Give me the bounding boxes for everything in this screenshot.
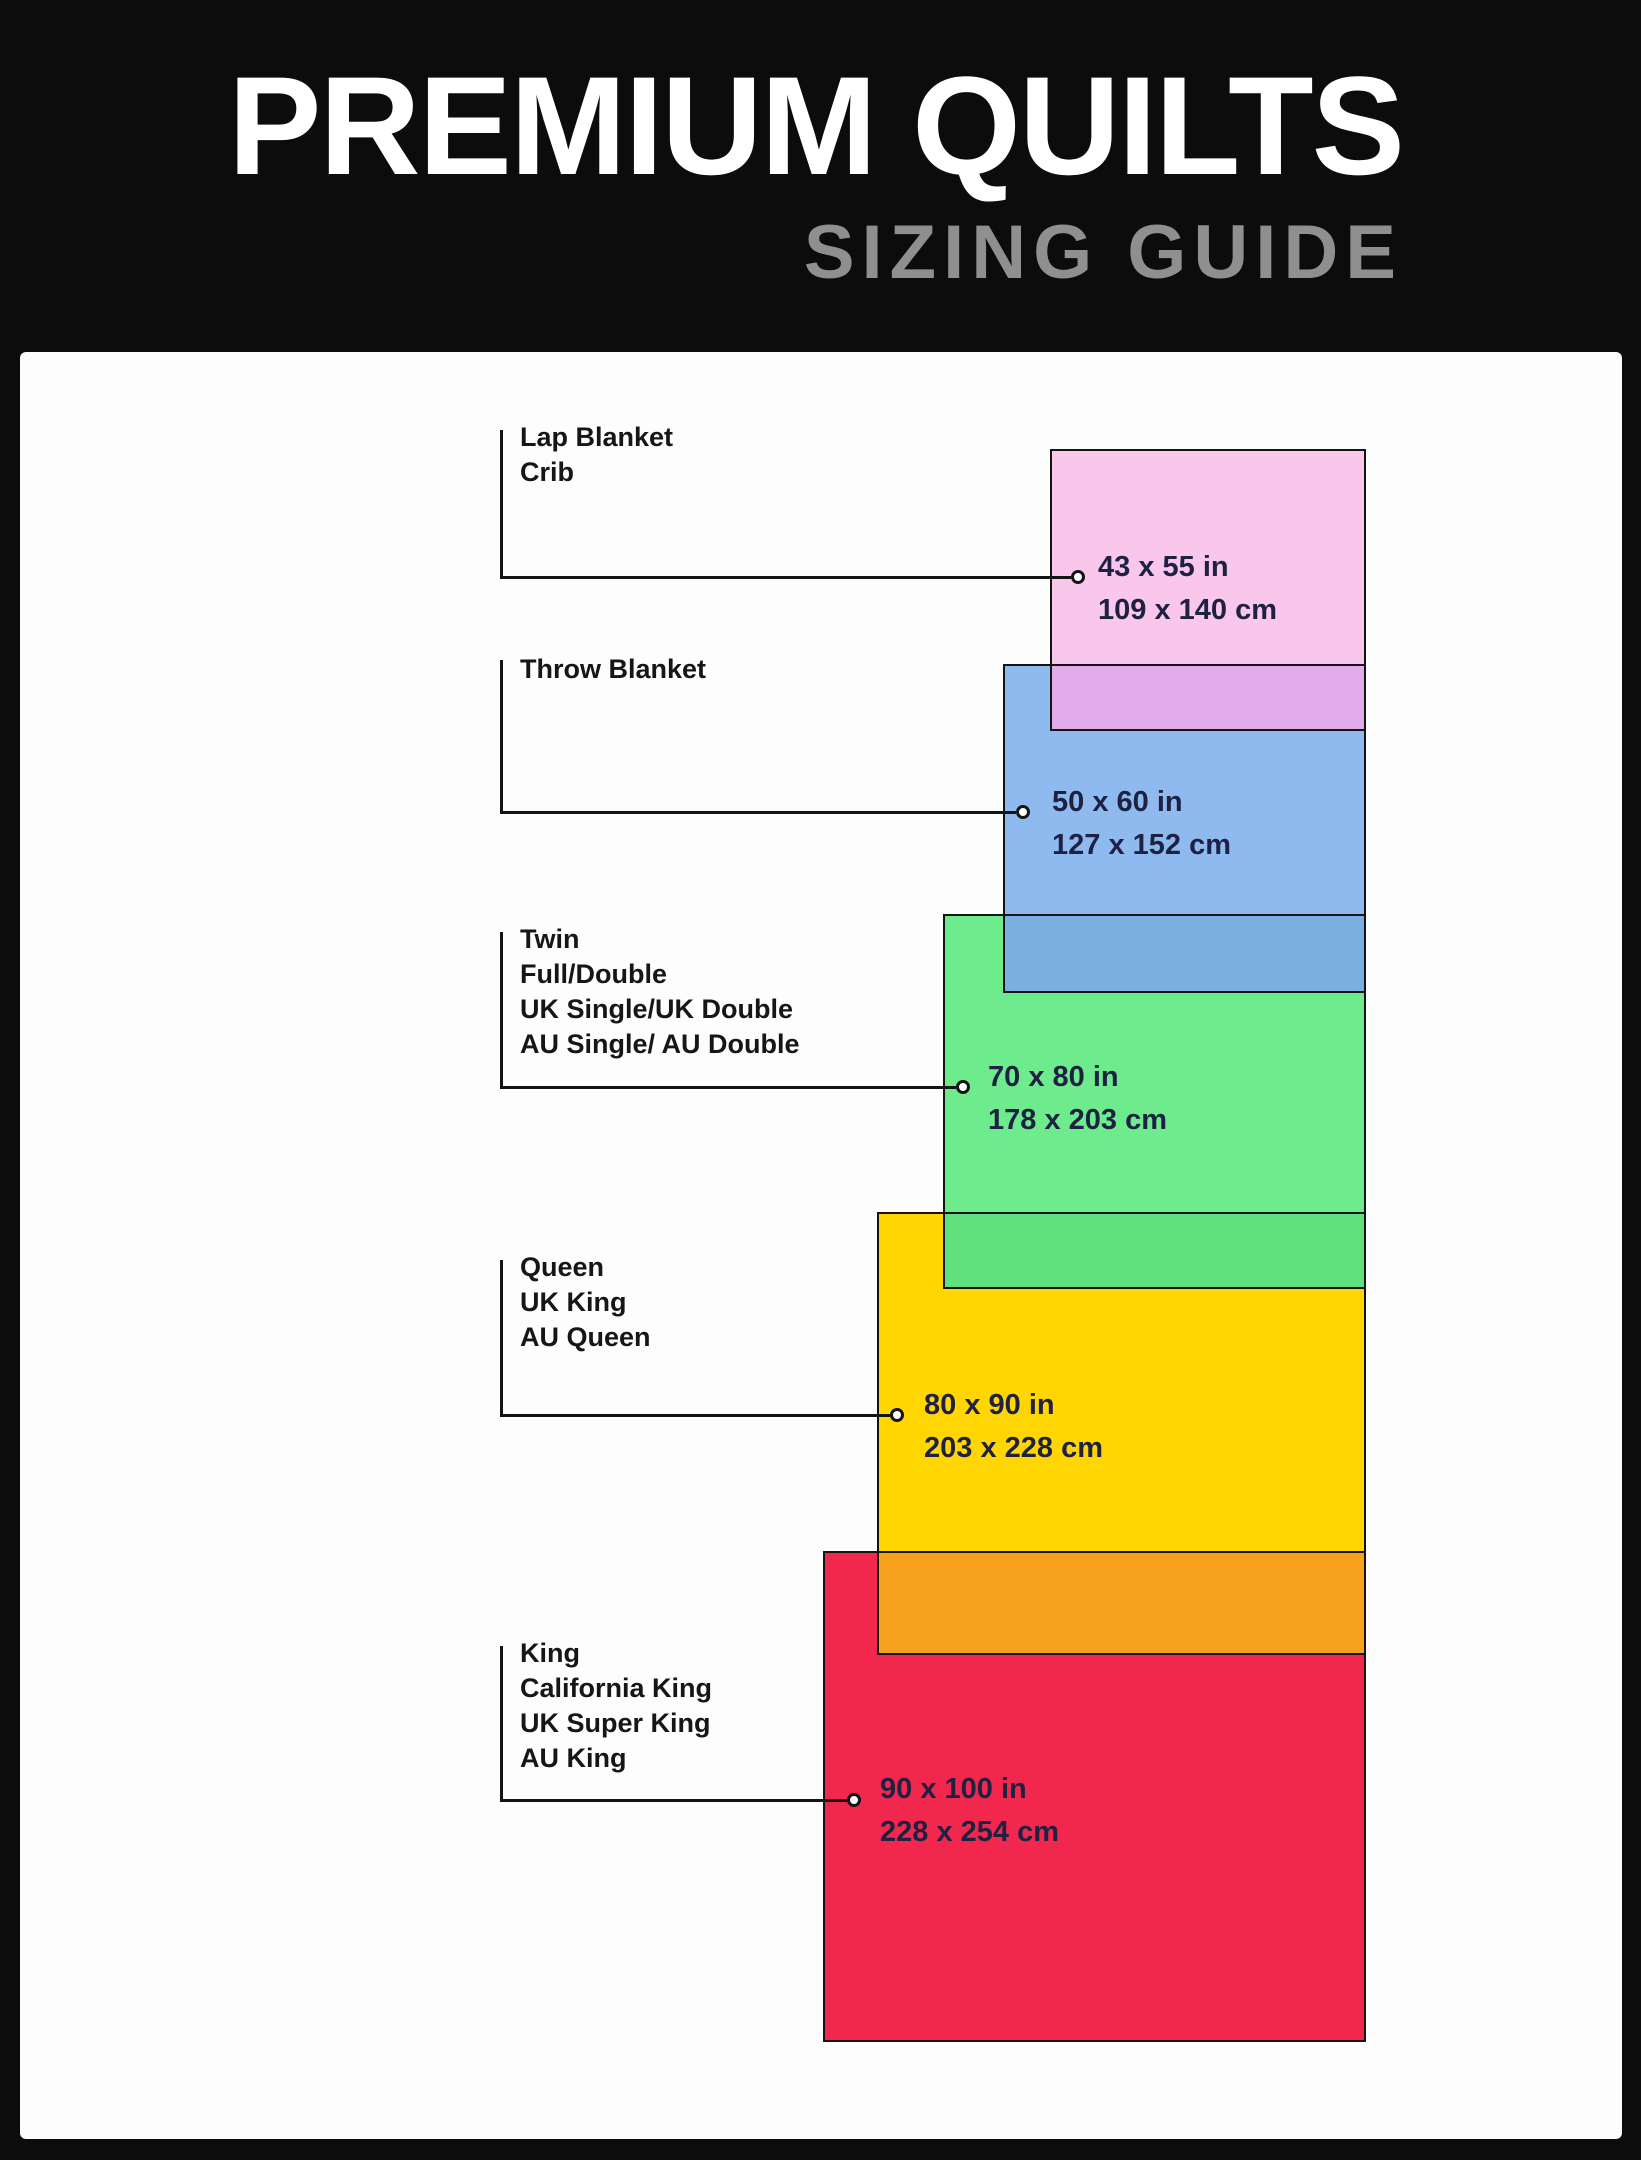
label-line: AU Queen — [520, 1322, 651, 1352]
overlap-twin-queen — [943, 1212, 1366, 1289]
label-line: Full/Double — [520, 959, 667, 989]
dimension-cm: 228 x 254 cm — [880, 1816, 1059, 1848]
connector-dot-throw — [1016, 805, 1030, 819]
label-line: King — [520, 1638, 580, 1668]
dimension-inches: 43 x 55 in — [1098, 551, 1229, 583]
label-king: King California King UK Super King AU Ki… — [520, 1636, 712, 1776]
dimension-cm: 109 x 140 cm — [1098, 594, 1277, 626]
dimensions-lap-blanket-crib: 43 x 55 in 109 x 140 cm — [1098, 546, 1277, 632]
label-line: UK Single/UK Double — [520, 994, 794, 1024]
label-line: UK Super King — [520, 1708, 711, 1738]
connector-vline-lap — [500, 430, 503, 577]
label-queen: Queen UK King AU Queen — [520, 1250, 651, 1355]
connector-vline-king — [500, 1646, 503, 1800]
connector-vline-queen — [500, 1260, 503, 1415]
connector-vline-throw — [500, 660, 503, 812]
connector-dot-queen — [890, 1408, 904, 1422]
page-title: PREMIUM QUILTS — [228, 47, 1405, 204]
dimension-inches: 50 x 60 in — [1052, 786, 1183, 818]
label-line: AU Single/ AU Double — [520, 1029, 800, 1059]
label-twin: Twin Full/Double UK Single/UK Double AU … — [520, 922, 800, 1062]
connector-dot-lap — [1071, 570, 1085, 584]
connector-hline-throw — [500, 811, 1016, 814]
connector-dot-twin — [956, 1080, 970, 1094]
connector-hline-lap — [500, 576, 1071, 579]
connector-hline-king — [500, 1799, 847, 1802]
dimension-inches: 70 x 80 in — [988, 1061, 1119, 1093]
label-line: AU King — [520, 1743, 627, 1773]
overlap-lap-throw — [1050, 664, 1366, 731]
dimension-cm: 178 x 203 cm — [988, 1104, 1167, 1136]
connector-dot-king — [847, 1793, 861, 1807]
label-line: Crib — [520, 457, 574, 487]
header: PREMIUM QUILTS SIZING GUIDE — [228, 47, 1405, 296]
connector-hline-queen — [500, 1414, 890, 1417]
connector-vline-twin — [500, 932, 503, 1087]
diagram-panel — [20, 352, 1622, 2139]
overlap-queen-king — [877, 1551, 1366, 1655]
dimension-cm: 127 x 152 cm — [1052, 829, 1231, 861]
dimensions-king: 90 x 100 in 228 x 254 cm — [880, 1768, 1059, 1854]
dimension-inches: 80 x 90 in — [924, 1389, 1055, 1421]
label-line: Throw Blanket — [520, 654, 707, 684]
label-lap-blanket-crib: Lap Blanket Crib — [520, 420, 673, 490]
overlap-throw-twin — [1003, 914, 1366, 993]
label-throw-blanket: Throw Blanket — [520, 652, 706, 687]
label-line: Lap Blanket — [520, 422, 674, 452]
label-line: Queen — [520, 1252, 605, 1282]
page-subtitle: SIZING GUIDE — [803, 210, 1403, 295]
dimension-inches: 90 x 100 in — [880, 1773, 1027, 1805]
dimensions-queen: 80 x 90 in 203 x 228 cm — [924, 1384, 1103, 1470]
label-line: UK King — [520, 1287, 627, 1317]
label-line: Twin — [520, 924, 580, 954]
label-line: California King — [520, 1673, 713, 1703]
dimensions-throw-blanket: 50 x 60 in 127 x 152 cm — [1052, 781, 1231, 867]
dimensions-twin: 70 x 80 in 178 x 203 cm — [988, 1056, 1167, 1142]
dimension-cm: 203 x 228 cm — [924, 1432, 1103, 1464]
connector-hline-twin — [500, 1086, 956, 1089]
